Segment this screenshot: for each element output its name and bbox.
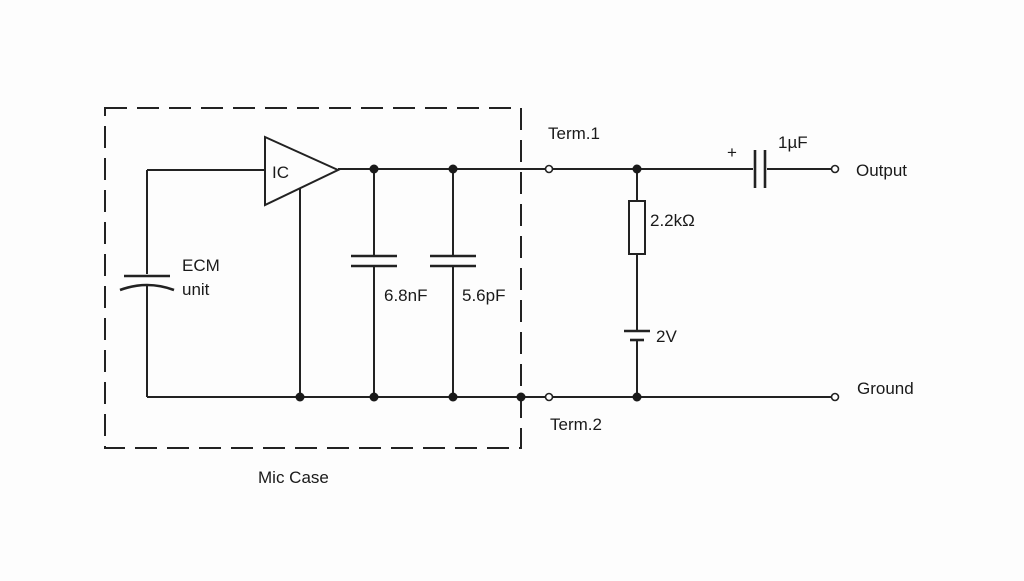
ecm-unit-symbol bbox=[119, 169, 265, 397]
junction-dot bbox=[632, 392, 642, 402]
ic-amplifier-symbol bbox=[264, 135, 341, 397]
ic-label: IC bbox=[272, 163, 289, 182]
ecm-label-line2: unit bbox=[182, 280, 210, 299]
resistor-label: 2.2kΩ bbox=[650, 211, 695, 230]
coupling-capacitor-symbol bbox=[753, 150, 767, 188]
resistor-2-2k-symbol bbox=[628, 169, 646, 330]
junction-dot bbox=[516, 392, 526, 402]
coupling-cap-label: 1µF bbox=[778, 133, 808, 152]
plus-sign-label: + bbox=[727, 143, 737, 162]
term1-label: Term.1 bbox=[548, 124, 600, 143]
junction-dot bbox=[632, 164, 642, 174]
term2-terminal bbox=[544, 392, 554, 402]
term1-terminal bbox=[544, 164, 554, 174]
junction-dot bbox=[448, 164, 458, 174]
output-terminal bbox=[830, 164, 840, 174]
ecm-label-line1: ECM bbox=[182, 256, 220, 275]
ground-terminal bbox=[830, 392, 840, 402]
capacitor-6-8nf-symbol bbox=[351, 169, 397, 397]
junction-dot bbox=[369, 164, 379, 174]
cap2-label: 5.6pF bbox=[462, 286, 505, 305]
junction-dot bbox=[295, 392, 305, 402]
cap1-label: 6.8nF bbox=[384, 286, 427, 305]
junction-dot bbox=[369, 392, 379, 402]
battery-2v-symbol bbox=[624, 329, 650, 397]
junction-dot bbox=[448, 392, 458, 402]
mic-case-label: Mic Case bbox=[258, 468, 329, 487]
mic-case-boundary bbox=[104, 107, 522, 449]
term2-label: Term.2 bbox=[550, 415, 602, 434]
output-label: Output bbox=[856, 161, 907, 180]
capacitor-5-6pf-symbol bbox=[430, 169, 476, 397]
battery-label: 2V bbox=[656, 327, 677, 346]
ground-label: Ground bbox=[857, 379, 914, 398]
